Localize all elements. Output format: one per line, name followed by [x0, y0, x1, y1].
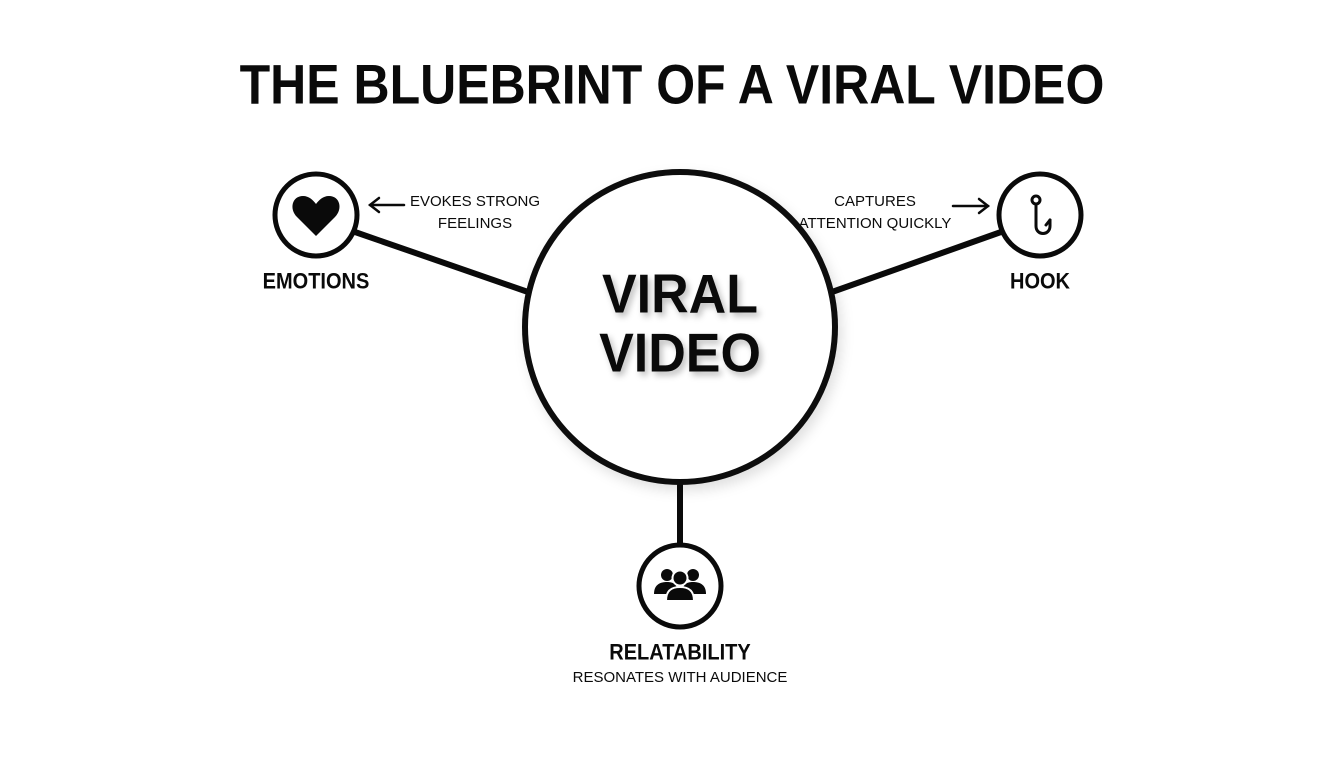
central-circle [522, 169, 838, 485]
relatability-description: RESONATES WITH AUDIENCE [572, 669, 788, 686]
fish-hook-icon [1030, 194, 1052, 235]
hook-node [996, 171, 1084, 259]
hook-desc-line1: CAPTURES [834, 193, 916, 210]
emotions-desc-line1: EVOKES STRONG [409, 193, 541, 210]
emotions-label: EMOTIONS [262, 269, 370, 295]
arrow-left-icon [367, 196, 406, 214]
central-label-line2: VIDEO [599, 322, 761, 384]
relatability-node [636, 542, 724, 630]
diagram-title: THE BLUEBRINT OF A VIRAL VIDEO [239, 53, 1105, 116]
connector-hook [830, 229, 1003, 295]
people-group-icon [654, 569, 706, 602]
hook-label: HOOK [1010, 269, 1070, 295]
emotions-node [272, 171, 360, 259]
emotions-desc-line2: FEELINGS [437, 215, 513, 232]
central-label: VIRAL VIDEO [530, 265, 830, 383]
central-label-line1: VIRAL [602, 264, 758, 326]
hook-desc-line2: ATTENTION QUICKLY [798, 215, 952, 232]
connector-emotions [354, 229, 529, 295]
relatability-label: RELATABILITY [609, 640, 751, 666]
arrow-right-icon [951, 197, 991, 215]
hook-description: CAPTURES ATTENTION QUICKLY [795, 191, 955, 235]
emotions-description: EVOKES STRONG FEELINGS [400, 191, 550, 235]
heart-icon [292, 196, 340, 236]
